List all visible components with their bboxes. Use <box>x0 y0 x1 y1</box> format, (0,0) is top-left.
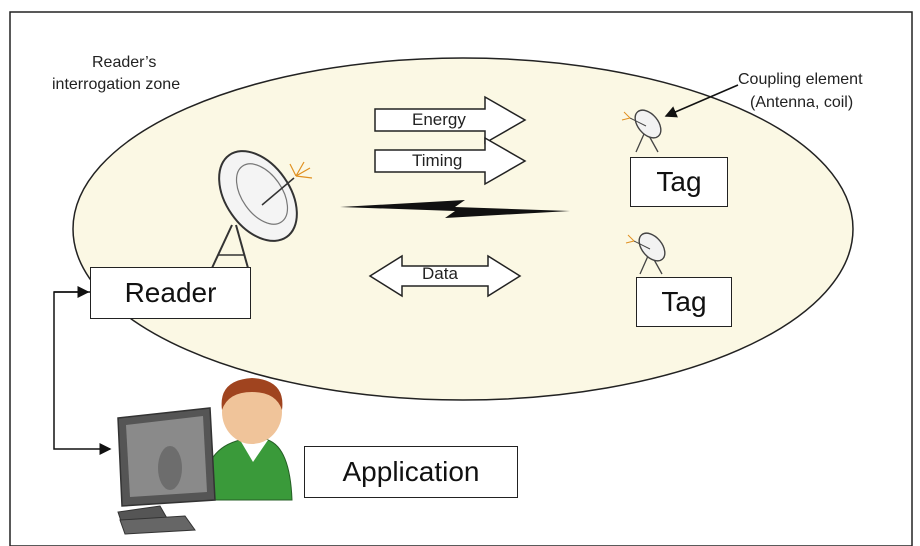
tag-antenna-icon <box>621 109 662 153</box>
timing-label: Timing <box>412 151 463 170</box>
timing-arrow <box>374 136 527 186</box>
reader-box: Reader <box>90 267 251 319</box>
lightning-bolt-icon <box>340 200 570 218</box>
energy-label: Energy <box>412 110 466 129</box>
coupling-pointer <box>664 84 739 118</box>
reader-antenna-icon <box>211 150 313 269</box>
user-at-computer-icon <box>117 378 293 535</box>
coupling-label-line1: Coupling element <box>738 71 863 88</box>
zone-label-line2: interrogation zone <box>52 76 181 93</box>
data-double-arrow <box>368 254 522 298</box>
tag-antenna-icon <box>625 232 666 275</box>
application-box: Application <box>304 446 518 498</box>
data-label: Data <box>422 264 458 283</box>
zone-label-line1: Reader’s <box>92 54 157 71</box>
tag-box-2: Tag <box>636 277 732 327</box>
energy-arrow <box>374 95 527 145</box>
tag-box-1: Tag <box>630 157 728 207</box>
coupling-label-line2: (Antenna, coil) <box>750 94 854 111</box>
